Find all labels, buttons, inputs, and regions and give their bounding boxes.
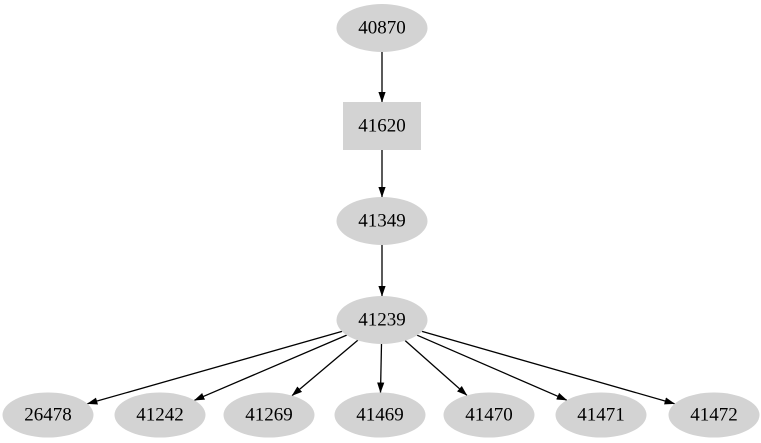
node-41471-ellipse bbox=[555, 392, 647, 438]
node-41239-ellipse bbox=[336, 296, 428, 344]
node-26478-ellipse bbox=[2, 392, 94, 438]
node-41472-ellipse bbox=[668, 392, 760, 438]
edge-41239-to-41469 bbox=[377, 343, 385, 393]
node-40870-ellipse bbox=[336, 4, 428, 52]
node-41349-ellipse bbox=[336, 197, 428, 245]
node-41269-ellipse bbox=[223, 392, 315, 438]
edge-41239-to-26478 bbox=[86, 330, 343, 405]
edge-41239-to-41471 bbox=[416, 334, 568, 401]
node-41620-box bbox=[343, 102, 421, 150]
edge-41239-to-41472 bbox=[421, 330, 676, 405]
edge-41239-to-41242 bbox=[193, 334, 347, 401]
edges-layer bbox=[86, 52, 676, 405]
node-41469-ellipse bbox=[334, 392, 426, 438]
edge-41239-to-41269 bbox=[291, 339, 359, 397]
edge-41239-to-41470 bbox=[404, 340, 468, 396]
node-41242-ellipse bbox=[114, 392, 206, 438]
node-41470-ellipse bbox=[443, 392, 535, 438]
